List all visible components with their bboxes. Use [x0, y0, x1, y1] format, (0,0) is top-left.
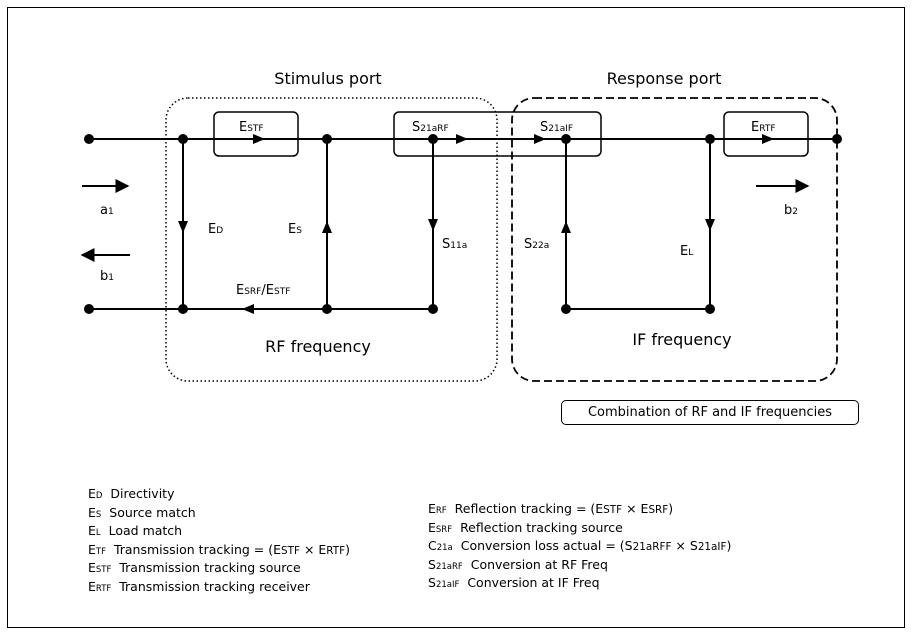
estf-arrow	[253, 134, 265, 144]
b1-label: b1	[100, 269, 114, 284]
es-label: ES	[288, 222, 302, 237]
stimulus-port-label: Stimulus port	[274, 69, 381, 88]
esrf-estf-label: ESRF/ESTF	[236, 283, 290, 298]
s22a-label: S22a	[524, 237, 549, 252]
diagram-frame	[7, 7, 905, 628]
b2-label: b2	[784, 203, 798, 218]
ed-arrow	[178, 221, 188, 233]
el-arrow	[705, 219, 715, 231]
s22a-arrow	[561, 221, 571, 233]
legend-left: ED Directivity ES Source match EL Load m…	[88, 486, 350, 598]
a1-label: a1	[100, 203, 114, 218]
estf-box	[213, 111, 299, 157]
s21aif-arrow	[534, 134, 546, 144]
if-frequency-label: IF frequency	[632, 330, 731, 349]
stimulus-port-box	[165, 97, 498, 382]
ertf-box	[723, 111, 809, 157]
es-arrow	[322, 221, 332, 233]
legend-item: ES Source match	[88, 504, 196, 520]
s21arf-arrow	[456, 134, 468, 144]
el-label: EL	[680, 244, 693, 259]
legend-item: EL Load match	[88, 523, 183, 539]
ertf-arrow	[762, 134, 774, 144]
estf-label: ESTF	[239, 120, 264, 135]
s11a-arrow	[428, 219, 438, 231]
s11a-label: S11a	[442, 237, 467, 252]
response-port-label: Response port	[607, 69, 722, 88]
ertf-label: ERTF	[751, 120, 776, 135]
s21aif-label: S21aIF	[540, 120, 573, 135]
s21arf-label: S21aRF	[412, 120, 449, 135]
legend-item: S21aRF Conversion at RF Freq	[428, 556, 608, 572]
legend-item: ESRF Reflection tracking source	[428, 519, 623, 535]
legend-right: ERF Reflection tracking = (ESTF × ESRF) …	[428, 501, 731, 594]
legend-item: C21a Conversion loss actual = (S21aRFF ×…	[428, 538, 732, 554]
legend-item: ERTF Transmission tracking receiver	[88, 578, 310, 594]
combination-note: Combination of RF and IF frequencies	[561, 400, 859, 425]
response-port-box	[511, 97, 838, 382]
esrf-arrow	[242, 304, 254, 314]
legend-item: ETF Transmission tracking = (ESTF × ERTF…	[88, 541, 351, 557]
s21arf-box	[393, 111, 602, 157]
legend-item: S21aIF Conversion at IF Freq	[428, 575, 600, 591]
ed-label: ED	[208, 222, 223, 237]
legend-item: ERF Reflection tracking = (ESTF × ESRF)	[428, 501, 674, 516]
rf-frequency-label: RF frequency	[265, 337, 371, 356]
legend-item: ESTF Transmission tracking source	[88, 560, 301, 576]
nodes	[84, 134, 842, 314]
legend-item: ED Directivity	[88, 486, 175, 501]
